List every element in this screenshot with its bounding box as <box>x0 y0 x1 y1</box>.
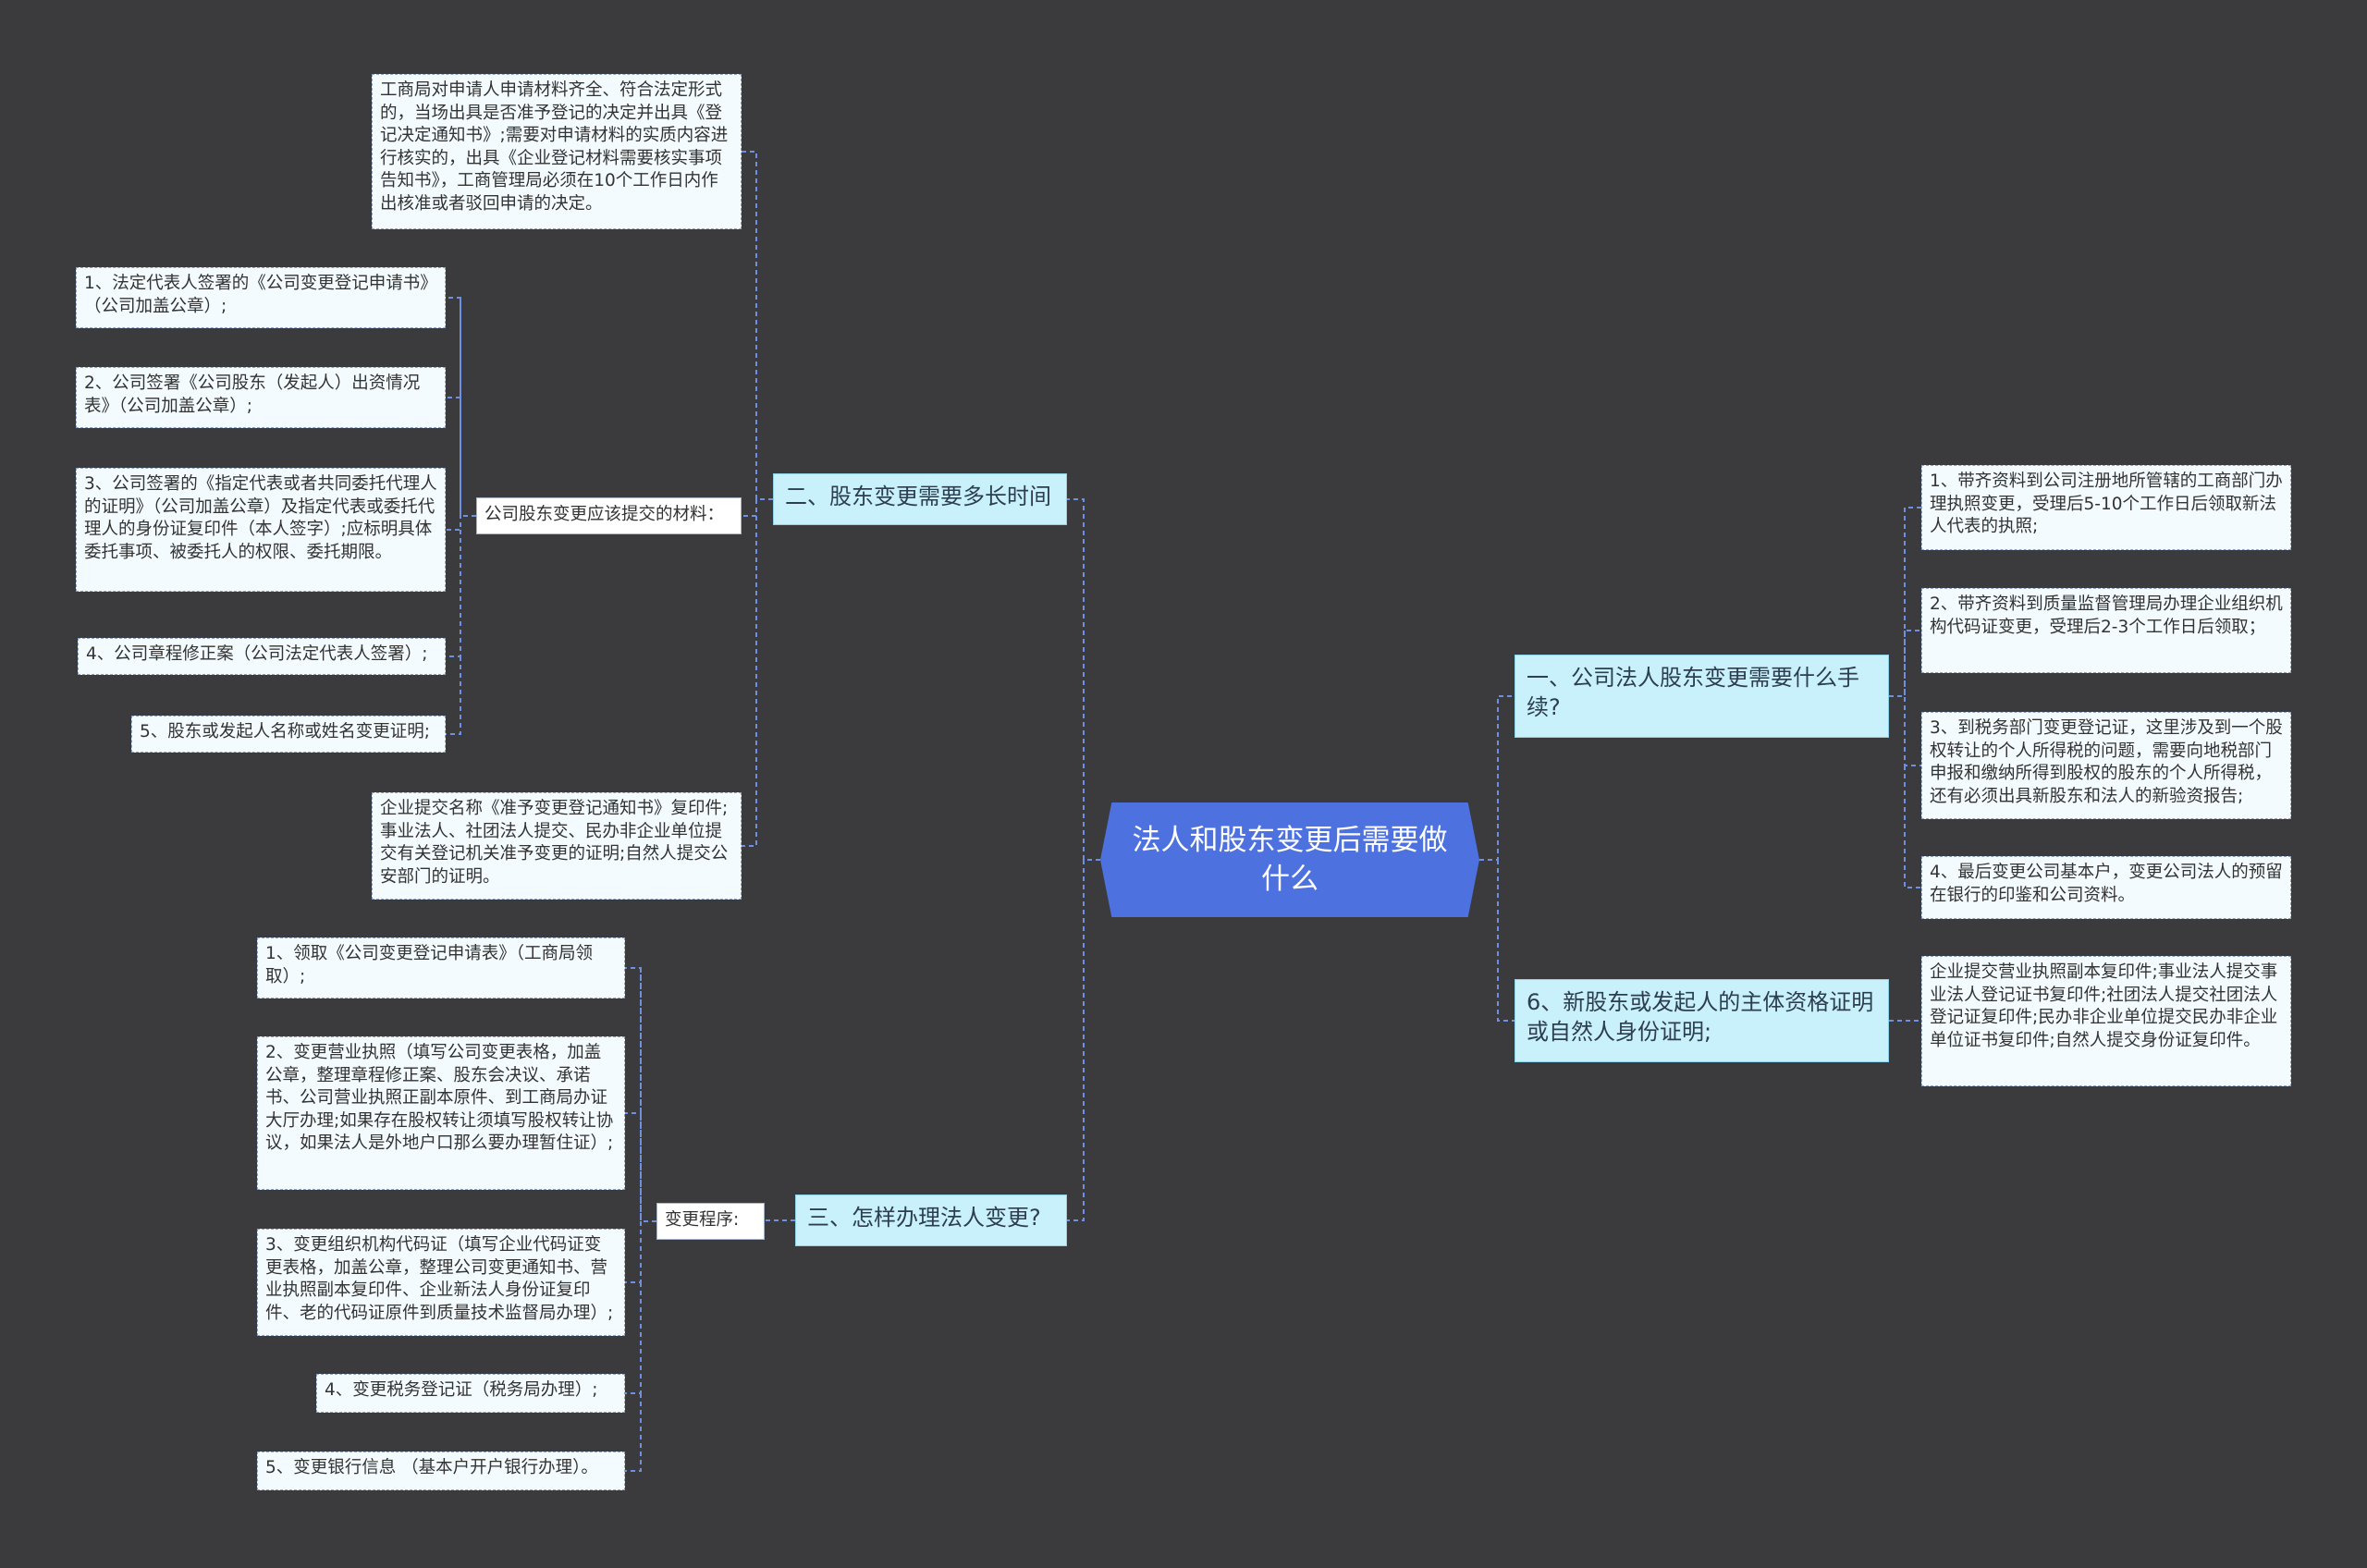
material-item[interactable]: 3、公司签署的《指定代表或者共同委托代理人的证明》（公司加盖公章）及指定代表或委… <box>76 468 446 592</box>
connector-root-b2 <box>1067 498 1100 861</box>
procedure-step-text: 4、变更税务登记证（税务局办理）; <box>325 1380 598 1400</box>
root-topic-text: 法人和股东变更后需要做什么 <box>1132 824 1448 896</box>
connector-b1-r4 <box>1904 766 1921 888</box>
connector-steps-5 <box>625 1393 642 1472</box>
material-item-text: 3、公司签署的《指定代表或者共同委托代理人的证明》（公司加盖公章）及指定代表或委… <box>84 474 437 562</box>
branch-legal-rep-change[interactable]: 三、怎样办理法人变更? <box>795 1194 1067 1246</box>
leaf-step-3[interactable]: 3、到税务部门变更登记证，这里涉及到一个股权转让的个人所得税的问题，需要向地税部… <box>1921 712 2291 819</box>
material-item-text: 1、法定代表人签署的《公司变更登记申请书》（公司加盖公章）; <box>84 274 437 316</box>
label-required-materials-text: 公司股东变更应该提交的材料： <box>484 505 725 524</box>
leaf-step-4-text: 4、最后变更公司基本户，变更公司法人的预留在银行的印鉴和公司资料。 <box>1930 863 2283 905</box>
branch-procedures-text: 一、公司法人股东变更需要什么手续? <box>1527 665 1859 720</box>
procedure-step[interactable]: 2、变更营业执照（填写公司变更表格，加盖公章，整理章程修正案、股东会决议、承诺书… <box>257 1036 625 1190</box>
connector-steps-4 <box>625 1282 642 1394</box>
procedure-step-text: 3、变更组织机构代码证（填写企业代码证变更表格，加盖公章，整理公司变更通知书、营… <box>265 1235 614 1323</box>
branch-identity-proof-text: 6、新股东或发起人的主体资格证明或自然人身份证明; <box>1527 989 1874 1045</box>
procedure-step-text: 5、变更银行信息 （基本户开户银行办理）。 <box>265 1458 598 1477</box>
label-required-materials[interactable]: 公司股东变更应该提交的材料： <box>476 497 742 534</box>
connector-b2-bottom <box>742 516 757 847</box>
leaf-step-3-text: 3、到税务部门变更登记证，这里涉及到一个股权转让的个人所得税的问题，需要向地税部… <box>1930 718 2283 806</box>
connector-b2-top <box>742 151 773 500</box>
procedure-step-text: 1、领取《公司变更登记申请表》（工商局领取）; <box>265 944 594 986</box>
branch-procedures[interactable]: 一、公司法人股东变更需要什么手续? <box>1515 655 1889 738</box>
material-item-text: 4、公司章程修正案（公司法定代表人签署）; <box>86 644 428 664</box>
branch-duration[interactable]: 二、股东变更需要多长时间 <box>773 473 1067 525</box>
leaf-step-2-text: 2、带齐资料到质量监督管理局办理企业组织机构代码证变更，受理后2-3个工作日后领… <box>1930 594 2283 637</box>
material-item[interactable]: 5、股东或发起人名称或姓名变更证明; <box>131 716 446 753</box>
connector-root-b6 <box>1497 860 1515 1022</box>
leaf-step-4[interactable]: 4、最后变更公司基本户，变更公司法人的预留在银行的印鉴和公司资料。 <box>1921 856 2291 919</box>
connector-steps-3 <box>625 1113 642 1283</box>
connector-materials-3 <box>446 398 461 531</box>
procedure-step[interactable]: 1、领取《公司变更登记申请表》（工商局领取）; <box>257 937 625 998</box>
connector-root-b3 <box>1067 860 1085 1221</box>
procedure-step-text: 2、变更营业执照（填写公司变更表格，加盖公章，整理章程修正案、股东会决议、承诺书… <box>265 1043 614 1153</box>
procedure-step[interactable]: 3、变更组织机构代码证（填写企业代码证变更表格，加盖公章，整理公司变更通知书、营… <box>257 1229 625 1336</box>
connector-materials-5 <box>446 656 461 735</box>
leaf-approval-process-text: 工商局对申请人申请材料齐全、符合法定形式的，当场出具是否准予登记的决定并出具《登… <box>380 80 729 214</box>
material-item[interactable]: 4、公司章程修正案（公司法定代表人签署）; <box>78 638 446 675</box>
label-change-procedure[interactable]: 变更程序: <box>656 1203 765 1240</box>
leaf-step-2[interactable]: 2、带齐资料到质量监督管理局办理企业组织机构代码证变更，受理后2-3个工作日后领… <box>1921 588 2291 673</box>
procedure-step[interactable]: 5、变更银行信息 （基本户开户银行办理）。 <box>257 1452 625 1490</box>
branch-identity-proof[interactable]: 6、新股东或发起人的主体资格证明或自然人身份证明; <box>1515 979 1889 1062</box>
label-change-procedure-text: 变更程序: <box>665 1210 740 1230</box>
material-item[interactable]: 1、法定代表人签署的《公司变更登记申请书》（公司加盖公章）; <box>76 267 446 328</box>
leaf-identity-docs[interactable]: 企业提交营业执照副本复印件;事业法人提交事业法人登记证书复印件;社团法人提交社团… <box>1921 956 2291 1086</box>
connector-materials-4 <box>446 530 461 657</box>
branch-duration-text: 二、股东变更需要多长时间 <box>785 484 1051 509</box>
connector-b1-r2 <box>1904 508 1921 631</box>
leaf-name-change-proof[interactable]: 企业提交名称《准予变更登记通知书》复印件;事业法人、社团法人提交、民办非企业单位… <box>372 792 742 900</box>
connector-materials-2 <box>446 298 461 398</box>
material-item[interactable]: 2、公司签署《公司股东（发起人）出资情况表》（公司加盖公章）; <box>76 367 446 428</box>
material-item-text: 5、股东或发起人名称或姓名变更证明; <box>140 722 431 741</box>
leaf-name-change-proof-text: 企业提交名称《准予变更登记通知书》复印件;事业法人、社团法人提交、民办非企业单位… <box>380 799 729 887</box>
connector-b1-r3 <box>1904 631 1921 766</box>
leaf-step-1-text: 1、带齐资料到公司注册地所管辖的工商部门办理执照变更，受理后5-10个工作日后领… <box>1930 472 2283 536</box>
connector-b2-label <box>742 499 757 517</box>
leaf-approval-process[interactable]: 工商局对申请人申请材料齐全、符合法定形式的，当场出具是否准予登记的决定并出具《登… <box>372 74 742 229</box>
material-item-text: 2、公司签署《公司股东（发起人）出资情况表》（公司加盖公章）; <box>84 374 421 416</box>
leaf-identity-docs-text: 企业提交营业执照副本复印件;事业法人提交事业法人登记证书复印件;社团法人提交社团… <box>1930 962 2278 1050</box>
leaf-step-1[interactable]: 1、带齐资料到公司注册地所管辖的工商部门办理执照变更，受理后5-10个工作日后领… <box>1921 465 2291 550</box>
procedure-step[interactable]: 4、变更税务登记证（税务局办理）; <box>316 1374 625 1413</box>
connector-root-b1 <box>1479 695 1515 861</box>
connector-steps-2 <box>625 968 642 1114</box>
root-topic[interactable]: 法人和股东变更后需要做什么 <box>1100 802 1479 917</box>
branch-legal-rep-change-text: 三、怎样办理法人变更? <box>807 1205 1041 1231</box>
